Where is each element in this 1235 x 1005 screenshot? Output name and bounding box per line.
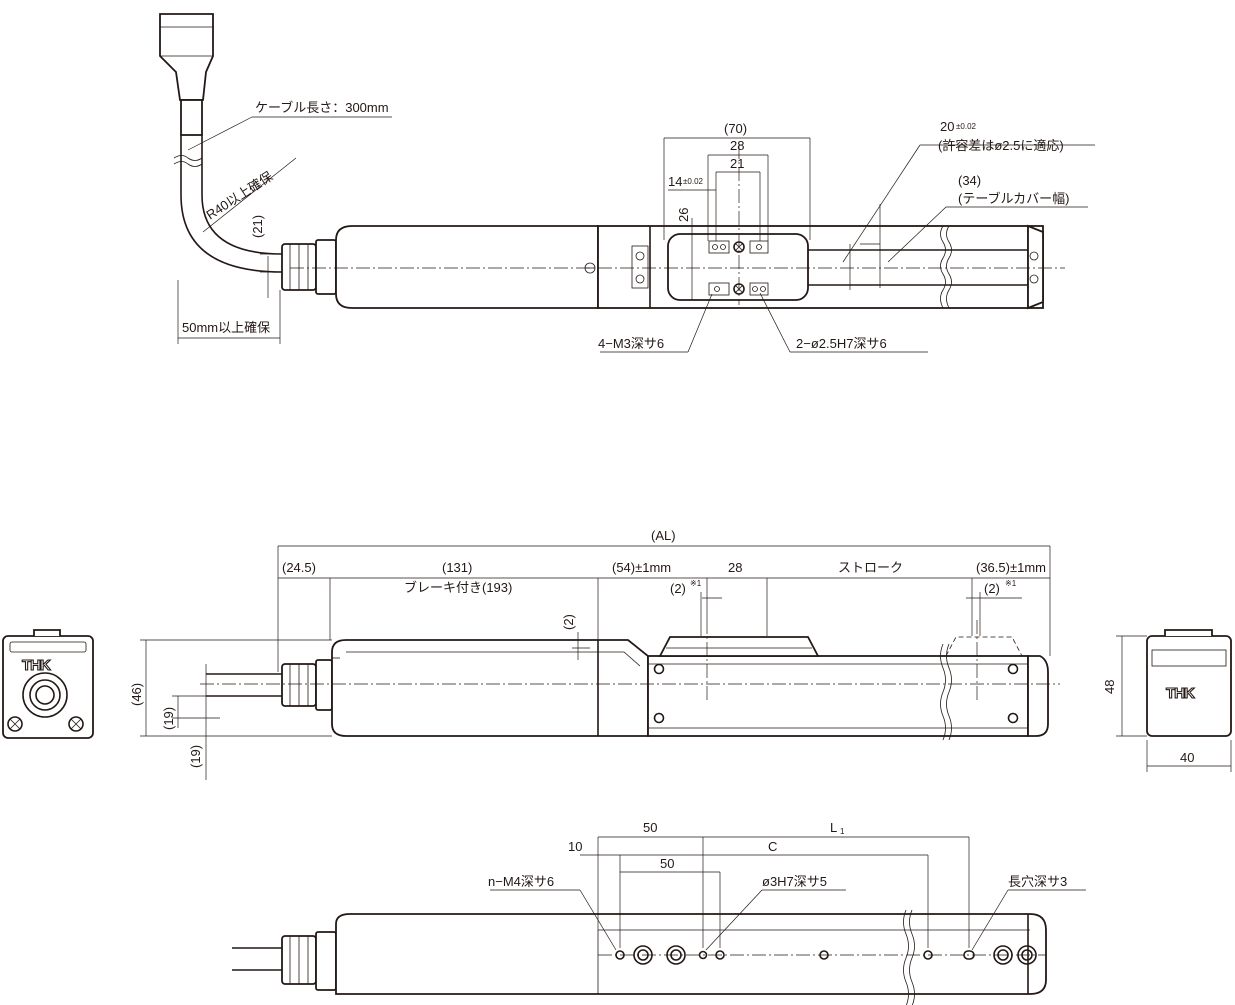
dim-21-top-label: 21 — [730, 156, 744, 171]
dim-l1-label: L — [830, 820, 837, 835]
dim-28-side-label: 28 — [728, 560, 742, 575]
tapped-holes-label: 4−M3深サ6 — [598, 336, 664, 351]
actuator-body — [647, 655, 1029, 737]
connector-plug — [159, 13, 214, 101]
thk-logo-right: THK — [1166, 685, 1195, 702]
bottom-view: 50 L 1 10 C 50 n−M4深サ6 ø3H7深サ5 長穴深サ3 — [232, 820, 1086, 1005]
dim-50mm-label: 50mm以上確保 — [182, 320, 270, 335]
dim-20-note: (許容差はø2.5に適応) — [938, 138, 1064, 153]
dim-19-a-label: (19) — [161, 707, 176, 730]
motor-housing — [335, 225, 599, 309]
dim-21-label: (21) — [250, 215, 265, 238]
dim-20-label: 20 — [940, 119, 954, 134]
screw-icon — [653, 712, 665, 724]
dim-34-note: (テーブルカバー幅) — [958, 191, 1070, 206]
note-mark-right: ※1 — [1005, 579, 1017, 588]
dim-26-label: 26 — [676, 208, 691, 222]
screw-icon — [1007, 663, 1019, 675]
top-view: ケーブル長さ：300mm R40以上確保 (21) 50mm以上確保 (70) … — [159, 13, 1095, 353]
end-view-left: THK — [2, 629, 94, 739]
dim-50-a-label: 50 — [643, 820, 657, 835]
end-view-right: THK 48 40 — [1102, 629, 1232, 772]
actuator-body — [335, 913, 1047, 995]
screw-icon — [68, 716, 84, 732]
motor-housing — [331, 639, 649, 737]
cable-length-label: ケーブル長さ：300mm — [255, 100, 389, 115]
dim-34-label: (34) — [958, 173, 981, 188]
dim-28-label: 28 — [730, 138, 744, 153]
bend-radius-label: R40以上確保 — [203, 169, 275, 223]
dim-c-label: C — [768, 839, 777, 854]
dim-24-5-label: (24.5) — [282, 560, 316, 575]
dim-131-label: (131) — [442, 560, 472, 575]
connector-sleeve — [180, 99, 203, 136]
brake-note-label: ブレーキ付き(193) — [404, 580, 512, 595]
dim-40-label: 40 — [1180, 750, 1194, 765]
tapped-holes-bottom-label: n−M4深サ6 — [488, 874, 554, 889]
slide-table — [667, 233, 809, 301]
pin-holes-label: 2−ø2.5H7深サ6 — [796, 336, 887, 351]
dim-36-5-label: (36.5)±1mm — [976, 560, 1046, 575]
slot-label: 長穴深サ3 — [1008, 874, 1067, 889]
dim-54-label: (54)±1mm — [612, 560, 671, 575]
side-view: (AL) (24.5) (131) ブレーキ付き(193) (54)±1mm 2… — [129, 528, 1060, 780]
stroke-label: ストローク — [838, 560, 903, 575]
dim-2-right-label: (2) — [984, 581, 1000, 596]
dim-l1-sub: 1 — [840, 827, 845, 836]
note-mark-left: ※1 — [690, 579, 702, 588]
dim-48-label: 48 — [1102, 680, 1117, 694]
cable-inner — [201, 135, 283, 255]
dim-50-b-label: 50 — [660, 856, 674, 871]
actuator-body — [597, 225, 1044, 309]
screw-icon — [653, 663, 665, 675]
dim-14-label: 14 — [668, 174, 682, 189]
dim-14-tol: ±0.02 — [683, 177, 704, 186]
dim-2-left-label: (2) — [670, 581, 686, 596]
pin-hole-label: ø3H7深サ5 — [762, 874, 827, 889]
dim-46-label: (46) — [129, 683, 144, 706]
dim-2-top-label: (2) — [561, 614, 576, 630]
cable-outer — [180, 135, 283, 273]
dim-al-label: (AL) — [651, 528, 676, 543]
screw-icon — [1007, 712, 1019, 724]
dim-10-label: 10 — [568, 839, 582, 854]
dim-20-tol: ±0.02 — [956, 122, 977, 131]
thk-logo: THK — [22, 657, 51, 674]
dim-19-b-label: (19) — [188, 745, 203, 768]
dim-70-label: (70) — [724, 121, 747, 136]
screw-icon — [7, 716, 23, 732]
slide-table — [658, 636, 820, 657]
